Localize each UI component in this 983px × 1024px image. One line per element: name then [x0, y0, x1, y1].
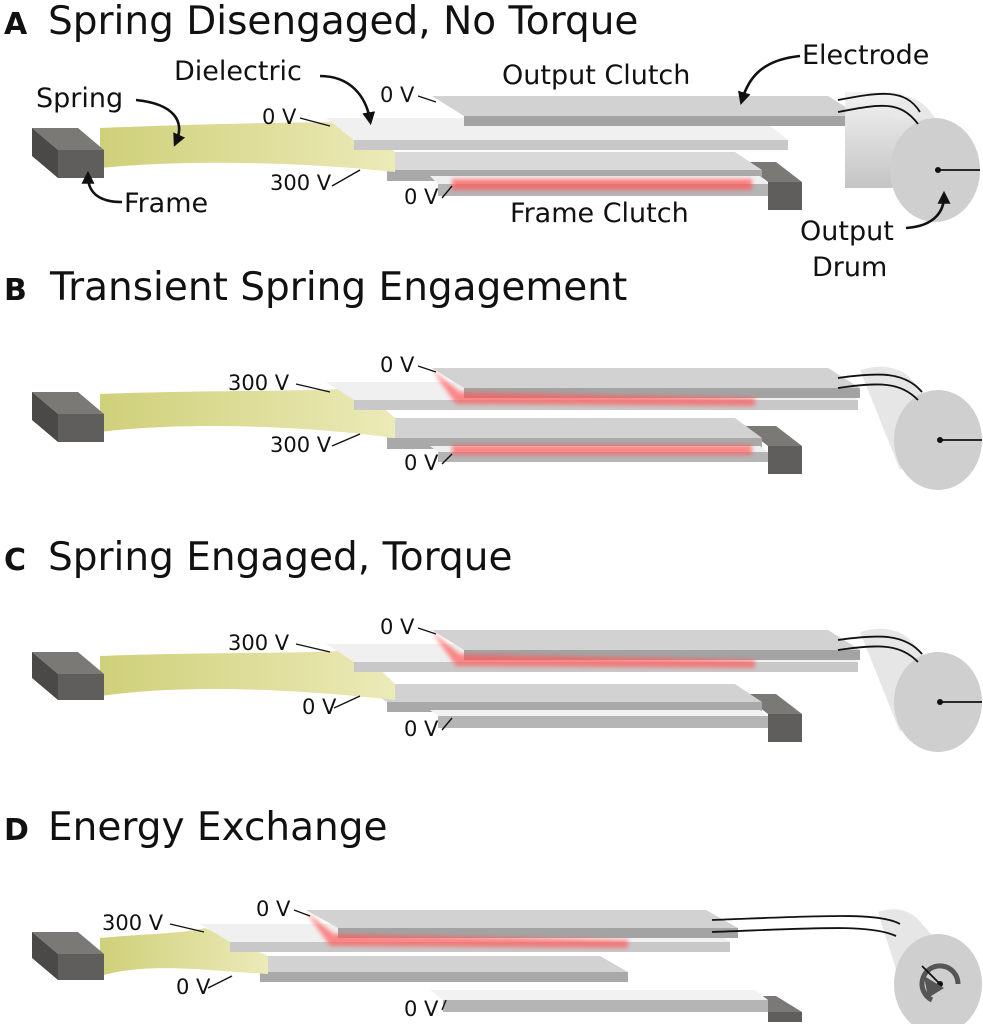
leader-line: [333, 695, 361, 709]
leader-line: [169, 923, 205, 933]
output-drum: [845, 92, 980, 222]
electrode-arrow: [738, 54, 801, 105]
panel-title: Energy Exchange: [48, 805, 388, 850]
panel-title: Transient Spring Engagement: [49, 265, 627, 310]
panel-title: Spring Disengaged, No Torque: [48, 0, 638, 44]
panel-letter: D: [4, 813, 29, 848]
panel-letter: C: [4, 543, 26, 578]
spring-arrow: [135, 98, 186, 147]
label-frame-clutch: Frame Clutch: [510, 198, 689, 229]
frame-arrow: [81, 170, 123, 204]
frame-clutch-glow: [452, 445, 752, 455]
frame-clutch-plate: [232, 956, 768, 1012]
label-spring: Spring: [36, 83, 123, 114]
voltage-spring: 300 V: [228, 371, 290, 395]
voltage-spring: 0 V: [262, 105, 297, 129]
leader-line: [417, 365, 437, 373]
voltage-output-clutch: 0 V: [380, 353, 415, 377]
leader-line: [441, 717, 453, 731]
voltage-frame-clutch: 0 V: [404, 997, 439, 1021]
voltage-output-clutch: 0 V: [380, 83, 415, 107]
leader-line: [417, 95, 437, 103]
frame-block-left: [32, 392, 104, 442]
voltage-frame-clutch: 0 V: [404, 185, 439, 209]
output-clutch-plate: [432, 96, 860, 126]
spring: [100, 928, 268, 976]
leader-line: [207, 975, 233, 989]
drum-wires: [837, 373, 923, 401]
voltage-output-clutch: 0 V: [256, 897, 291, 921]
leader-line: [441, 999, 447, 1011]
voltage-spring-lower: 0 V: [302, 695, 337, 719]
drum-wires: [837, 635, 923, 663]
panel-a: A Spring Disengaged, No Torque: [4, 0, 980, 283]
drum-arrow: [905, 190, 951, 230]
output-clutch-glow: [306, 912, 628, 948]
panel-b: B Transient Spring Engagement: [4, 265, 982, 490]
panel-letter: A: [4, 7, 28, 42]
frame-block-left: [32, 652, 104, 700]
leader-line: [441, 453, 453, 465]
leader-line: [293, 909, 311, 917]
frame-clutch-plate: [360, 684, 768, 728]
spring: [100, 388, 395, 438]
panel-letter: B: [4, 273, 27, 308]
rotation-arrow-icon: [919, 963, 961, 1003]
output-drum: [860, 366, 982, 490]
panel-title: Spring Engaged, Torque: [48, 535, 512, 580]
label-output-clutch: Output Clutch: [502, 60, 690, 91]
output-clutch-glow: [432, 632, 755, 668]
frame-block-left: [32, 128, 104, 178]
voltage-spring-lower: 300 V: [270, 171, 332, 195]
voltage-spring-lower: 0 V: [176, 975, 211, 999]
voltage-output-clutch: 0 V: [380, 615, 415, 639]
voltage-frame-clutch: 0 V: [404, 451, 439, 475]
spring: [100, 650, 395, 700]
frame-block-right: [742, 426, 802, 474]
panel-d: D Energy Exchange: [4, 805, 982, 1024]
output-clutch-glow: [432, 370, 755, 406]
frame-block-left: [32, 932, 104, 980]
voltage-spring-lower: 300 V: [270, 433, 332, 457]
leader-line: [331, 169, 361, 187]
leader-line: [295, 383, 331, 393]
dielectric-arrow: [319, 74, 376, 126]
leader-line: [299, 117, 331, 127]
leader-line: [417, 627, 437, 635]
drum-wires: [711, 915, 901, 937]
voltage-spring: 300 V: [228, 631, 290, 655]
drum-wires: [837, 92, 921, 125]
label-frame: Frame: [124, 188, 208, 219]
voltage-spring: 300 V: [102, 911, 164, 935]
voltage-frame-clutch: 0 V: [404, 717, 439, 741]
panel-c: C Spring Engaged, Torque: [4, 535, 982, 752]
output-clutch-plate: [306, 910, 738, 938]
leader-line: [331, 433, 361, 447]
frame-clutch-glow: [452, 179, 752, 190]
leader-line: [441, 185, 453, 199]
label-dielectric: Dielectric: [174, 56, 302, 87]
output-drum: [860, 628, 982, 752]
label-output-drum-line1: Output: [800, 216, 894, 247]
leader-line: [295, 643, 331, 653]
label-output-drum-line2: Drum: [812, 252, 887, 283]
label-electrode: Electrode: [802, 40, 929, 71]
